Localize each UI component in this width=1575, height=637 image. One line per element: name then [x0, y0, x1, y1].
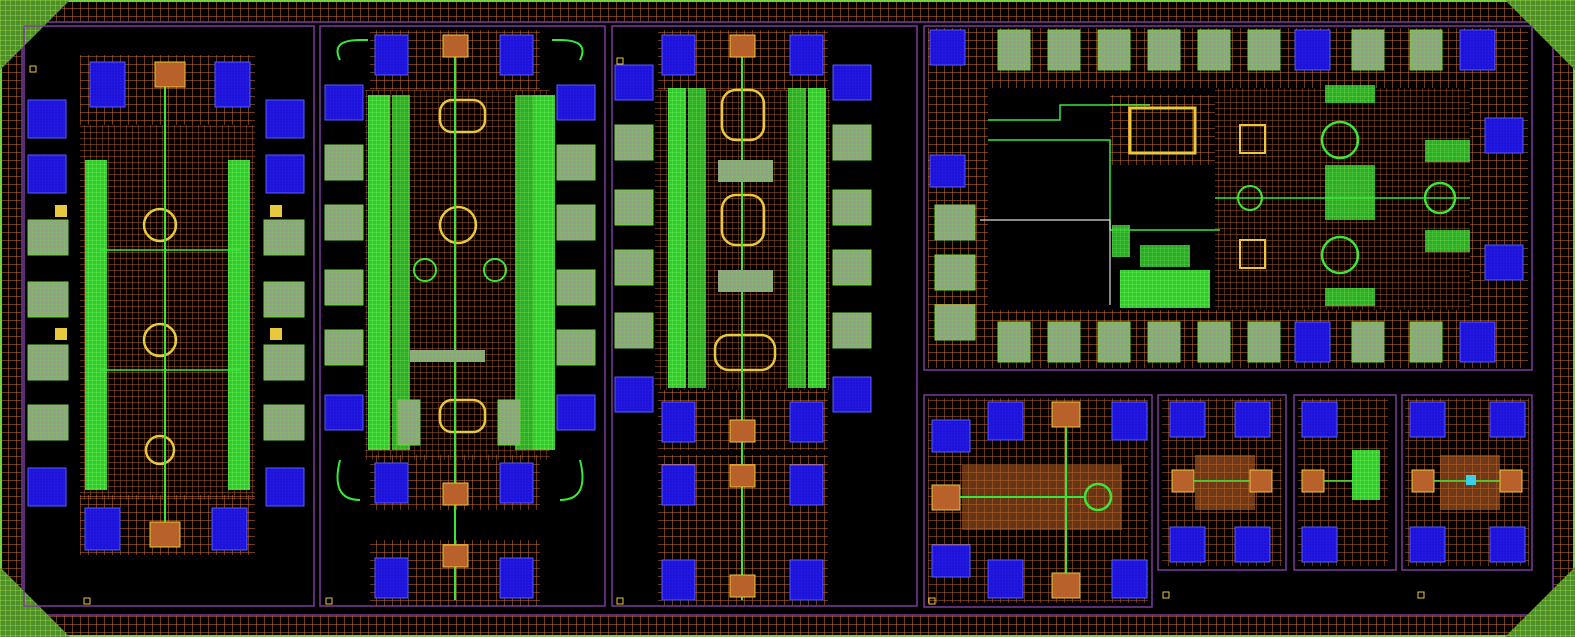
- dc-pad[interactable]: [832, 376, 872, 413]
- dc-pad[interactable]: [929, 29, 966, 66]
- dc-pad[interactable]: [324, 394, 364, 431]
- dc-pad[interactable]: [1484, 244, 1524, 281]
- test-structure-1: [1162, 398, 1282, 566]
- dc-pad[interactable]: [929, 154, 966, 188]
- rf-pad[interactable]: [789, 401, 824, 443]
- dc-pad[interactable]: [1484, 117, 1524, 154]
- dc-pad[interactable]: [265, 154, 305, 194]
- dc-pad[interactable]: [1294, 321, 1331, 363]
- rf-pad[interactable]: [1111, 559, 1148, 599]
- rf-pad[interactable]: [661, 401, 696, 443]
- rf-pad[interactable]: [1301, 401, 1338, 438]
- rf-pad[interactable]: [374, 462, 409, 504]
- amplifier-block-2: [324, 30, 596, 606]
- rf-pad[interactable]: [1409, 401, 1446, 438]
- rf-pad[interactable]: [214, 61, 251, 108]
- rf-pad[interactable]: [1234, 401, 1271, 438]
- rf-pad[interactable]: [1234, 526, 1271, 563]
- dc-pad[interactable]: [1294, 29, 1331, 71]
- rf-pad[interactable]: [987, 401, 1024, 441]
- amplifier-block-3: [614, 30, 872, 605]
- rf-pad[interactable]: [661, 34, 696, 76]
- dc-pad[interactable]: [614, 64, 654, 101]
- rf-pad[interactable]: [499, 462, 534, 504]
- dc-pad[interactable]: [265, 99, 305, 139]
- dc-pad[interactable]: [556, 84, 596, 121]
- dc-pad[interactable]: [324, 84, 364, 121]
- rf-pad[interactable]: [987, 559, 1024, 599]
- rf-pad[interactable]: [1489, 401, 1526, 438]
- rf-pad[interactable]: [789, 464, 824, 506]
- alignment-markers: [29, 57, 1425, 605]
- rf-pad[interactable]: [1169, 401, 1206, 438]
- rf-pad[interactable]: [931, 544, 971, 578]
- rf-pad[interactable]: [1489, 526, 1526, 563]
- coupler-test-block: [928, 398, 1148, 603]
- rf-pad[interactable]: [84, 507, 121, 551]
- dc-pad[interactable]: [27, 467, 67, 507]
- dc-pad[interactable]: [832, 64, 872, 101]
- dc-pad[interactable]: [556, 394, 596, 431]
- dc-pad[interactable]: [265, 467, 305, 507]
- rf-pad[interactable]: [1169, 526, 1206, 563]
- rf-pad[interactable]: [931, 419, 971, 453]
- rf-pad[interactable]: [789, 559, 824, 601]
- mixer-array-block: [928, 28, 1528, 368]
- rf-pad[interactable]: [374, 34, 409, 76]
- dc-pad[interactable]: [1459, 29, 1496, 71]
- dc-pad[interactable]: [27, 154, 67, 194]
- rf-pad[interactable]: [789, 34, 824, 76]
- rf-pad[interactable]: [1409, 526, 1446, 563]
- rf-pad[interactable]: [661, 559, 696, 601]
- block-boundaries: [23, 25, 1533, 608]
- rf-pad[interactable]: [661, 464, 696, 506]
- rf-pad[interactable]: [374, 557, 409, 599]
- rf-pad[interactable]: [499, 34, 534, 76]
- test-structure-2: [1298, 398, 1388, 566]
- dc-pad[interactable]: [27, 99, 67, 139]
- amplifier-block-1: [27, 55, 305, 555]
- rf-pad[interactable]: [1111, 401, 1148, 441]
- rf-pad[interactable]: [89, 61, 126, 108]
- rf-pad[interactable]: [1301, 526, 1338, 563]
- rf-pad[interactable]: [211, 507, 248, 551]
- dc-pad[interactable]: [614, 376, 654, 413]
- test-structure-3: [1405, 398, 1529, 566]
- rf-pad[interactable]: [499, 557, 534, 599]
- dc-pad[interactable]: [1459, 321, 1496, 363]
